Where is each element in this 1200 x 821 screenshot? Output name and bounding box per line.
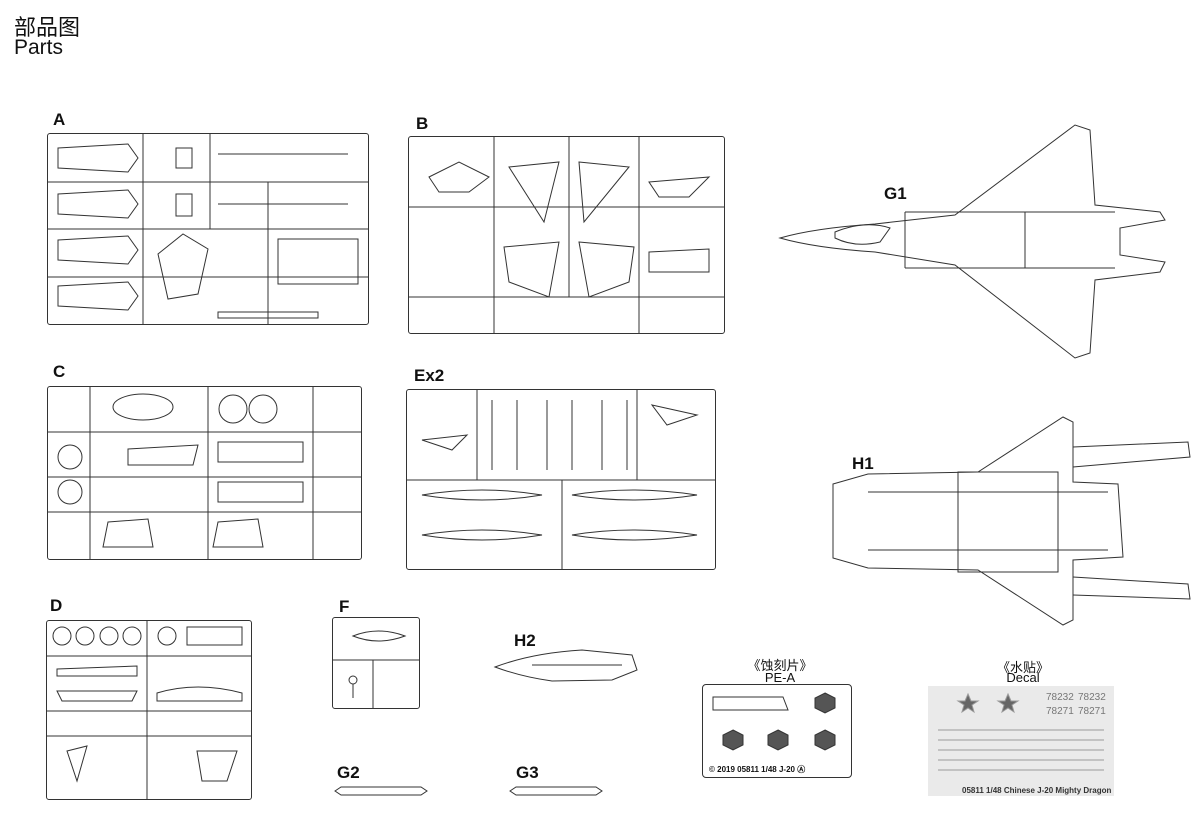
part-label-h1: H1 — [852, 454, 874, 473]
page-title-en: Parts — [14, 36, 64, 59]
decal-title-cn: 《水贴》 — [996, 660, 1049, 675]
decal-code-3: 78271 — [1046, 706, 1074, 717]
pe-title-cn: 《蚀刻片》 — [747, 658, 813, 673]
sprue-label-c: C — [53, 362, 66, 381]
sprue-label-ex2: Ex2 — [414, 366, 445, 385]
pe-title-en: PE-A — [764, 670, 796, 685]
decal-sheet: 78232 78232 78271 78271 05811 1/48 Chine… — [928, 686, 1114, 796]
sprue-d — [46, 620, 252, 800]
part-g3 — [508, 784, 604, 796]
part-label-g2: G2 — [337, 763, 360, 782]
decal-code-2: 78232 — [1078, 692, 1106, 703]
pe-footer: © 2019 05811 1/48 J-20 Ⓐ — [709, 765, 806, 774]
part-g2 — [333, 784, 429, 796]
part-h2 — [492, 645, 640, 687]
sprue-label-a: A — [53, 110, 66, 129]
sprue-label-f: F — [339, 597, 350, 616]
part-label-g3: G3 — [516, 763, 539, 782]
part-label-g1: G1 — [884, 184, 907, 203]
sprue-a — [47, 133, 369, 325]
sprue-label-b: B — [416, 114, 429, 133]
decal-code-4: 78271 — [1078, 706, 1106, 717]
part-g1-upper-fuselage — [775, 120, 1175, 365]
decal-footer: 05811 1/48 Chinese J-20 Mighty Dragon — [962, 786, 1112, 795]
part-label-h2: H2 — [514, 631, 536, 650]
part-h1-lower-fuselage — [828, 412, 1195, 630]
sprue-c — [47, 386, 362, 560]
pe-a-fret: © 2019 05811 1/48 J-20 Ⓐ — [702, 684, 852, 778]
sprue-f — [332, 617, 420, 709]
sprue-b — [408, 136, 725, 334]
sprue-ex2 — [406, 389, 716, 570]
decal-code-1: 78232 — [1046, 692, 1074, 703]
decal-title-en: Decal — [1006, 670, 1040, 685]
sprue-label-d: D — [50, 596, 63, 615]
page-title-cn: 部品图 — [14, 16, 81, 41]
